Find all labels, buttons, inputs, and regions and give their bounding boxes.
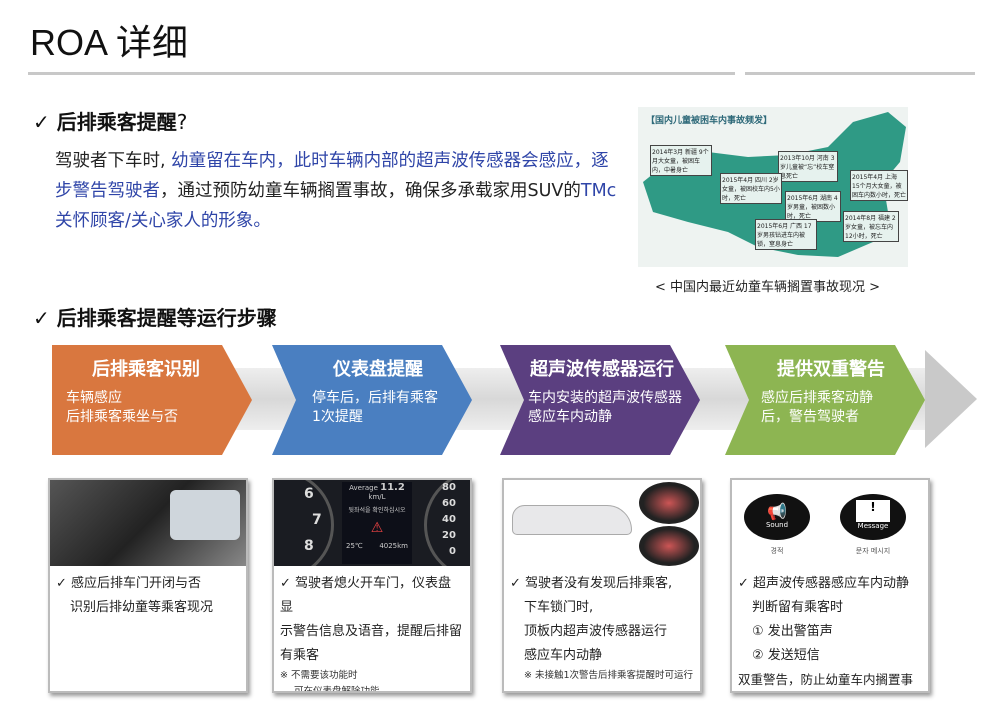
card-line: 有乘客 bbox=[280, 648, 320, 663]
map-caption: < 中国内最近幼童车辆搁置事故现况 > bbox=[655, 280, 881, 295]
icon-label: Sound bbox=[765, 521, 789, 529]
gauge-tick: 7 bbox=[312, 512, 322, 528]
card-line: 双重警告，防止幼童车内搁置事故 bbox=[738, 672, 914, 687]
map-title: 【国内儿童被困车内事故频发】 bbox=[646, 116, 773, 126]
step-desc: 车辆感应 bbox=[66, 390, 122, 406]
card-note: ※ 未接触1次警告后排乘客提醒时可运行 bbox=[524, 670, 694, 681]
page-title: ROA 详细 bbox=[30, 22, 189, 63]
card-line: ✓ 超声波传感器感应车内动静 bbox=[738, 576, 910, 591]
step-desc: 感应后排乘客动静 bbox=[761, 390, 873, 406]
map-callout: 2015年6月 湖南 4岁男童，被困数小时，死亡 bbox=[785, 191, 841, 222]
step-3-chevron: 超声波传感器运行 车内安装的超声波传感器 感应车内动静 bbox=[500, 345, 700, 455]
temperature: 25℃ bbox=[346, 542, 363, 550]
step-2-card: 6 7 8 Average 11.2 km/L 뒷좌석을 확인하십시오 ⚠ 25… bbox=[272, 478, 472, 693]
step-title: 超声波传感器运行 bbox=[530, 359, 674, 380]
step-desc: 停车后，后排有乘客 bbox=[312, 390, 438, 406]
intro-paragraph: 驾驶者下车时, 幼童留在车内，此时车辆内部的超声波传感器会感应，逐步警告驾驶者，… bbox=[55, 146, 625, 236]
map-callout: 2013年10月 河南 3岁儿童被“忘”校车窒息死亡 bbox=[778, 151, 838, 182]
sound-icon: 📢Sound bbox=[744, 494, 810, 540]
step-title: 后排乘客识别 bbox=[92, 359, 200, 380]
icon-caption: 경적 bbox=[770, 547, 784, 555]
card-line: 感应车内动静 bbox=[524, 648, 603, 663]
map-callout: 2014年8月 福建 2岁女童，被忘车内12小时，死亡 bbox=[843, 211, 899, 242]
tachometer-gauge bbox=[274, 480, 334, 566]
cluster-display: Average 11.2 km/L 뒷좌석을 확인하십시오 ⚠ 25℃ 4025k… bbox=[342, 482, 412, 564]
check-icon: ✓ bbox=[33, 306, 50, 330]
step-1-card: ✓ 感应后排车门开闭与否 识别后排幼童等乘客现况 bbox=[48, 478, 248, 693]
warning-icons: 📢Sound 경적 !Message 문자 메시지 bbox=[732, 480, 928, 566]
message-icon: !Message bbox=[840, 494, 906, 540]
map-callout: 2015年4月 四川 2岁女童，被困校车内5小时，死亡 bbox=[720, 173, 782, 204]
divider bbox=[745, 72, 975, 75]
heading-text: 后排乘客提醒等运行步骤 bbox=[56, 306, 277, 330]
horn-icon: 📢 bbox=[767, 502, 787, 521]
step-4-chevron: 提供双重警告 感应后排乘客动静 后，警告驾驶者 bbox=[725, 345, 925, 455]
step-desc: 感应车内动静 bbox=[528, 409, 612, 425]
speedometer-gauge bbox=[424, 480, 470, 566]
card-line: 顶板内超声波传感器运行 bbox=[524, 624, 668, 639]
gauge-tick: 0 bbox=[448, 546, 456, 557]
step-4-card: 📢Sound 경적 !Message 문자 메시지 ✓ 超声波传感器感应车内动静… bbox=[730, 478, 930, 693]
car-window bbox=[170, 490, 240, 540]
card-line: ✓ 驾驶者熄火开车门，仪表盘显 bbox=[280, 576, 452, 615]
card-line: 识别后排幼童等乘客现况 bbox=[70, 600, 214, 615]
dashboard-photo: 6 7 8 Average 11.2 km/L 뒷좌석을 확인하십시오 ⚠ 25… bbox=[274, 480, 470, 566]
step-desc: 1次提醒 bbox=[312, 409, 363, 425]
card-note: 可在仪表盘解除功能 bbox=[294, 686, 380, 693]
rear-seat-photo bbox=[50, 480, 246, 566]
gauge-tick: 20 bbox=[442, 530, 456, 541]
icon-caption: 문자 메시지 bbox=[855, 547, 891, 555]
intro-text: ，通过预防幼童车辆搁置事故，确保多承载家用SUV的 bbox=[160, 181, 581, 201]
section-heading-steps: ✓ 后排乘客提醒等运行步骤 bbox=[33, 302, 277, 331]
question-mark: ? bbox=[176, 110, 188, 134]
warning-message: 뒷좌석을 확인하십시오 bbox=[348, 507, 406, 514]
card-line: 判断留有乘客时 bbox=[752, 600, 844, 615]
card-note: ※ 不需要该功能时 bbox=[280, 670, 358, 681]
gauge-tick: 8 bbox=[304, 538, 314, 554]
step-desc: 后，警告驾驶者 bbox=[761, 409, 859, 425]
gauge-tick: 40 bbox=[442, 514, 456, 525]
sensor-wave-icon bbox=[639, 482, 699, 524]
china-accident-map: 【国内儿童被困车内事故频发】 2014年3月 新疆 9个月大女童，被困车内，中暑… bbox=[638, 107, 908, 267]
step-title: 仪表盘提醒 bbox=[333, 359, 423, 380]
warning-triangle-icon: ⚠ bbox=[370, 520, 384, 536]
odometer: 4025km bbox=[379, 542, 408, 550]
intro-text: 驾驶者下车时, bbox=[55, 151, 172, 171]
gauge-tick: 80 bbox=[442, 482, 456, 493]
fuel-unit: km/L bbox=[368, 493, 386, 501]
step-1-chevron: 后排乘客识别 车辆感应 后排乘客乘坐与否 bbox=[52, 345, 252, 455]
map-callout: 2015年4月 上海 15个月大女童，被困车内数小时，死亡 bbox=[850, 170, 908, 201]
arrow-head-icon bbox=[925, 350, 977, 448]
divider bbox=[28, 72, 735, 75]
map-callout: 2015年6月 广西 17岁男孩钻进车内被锁，窒息身亡 bbox=[755, 219, 817, 250]
step-2-chevron: 仪表盘提醒 停车后，后排有乘客 1次提醒 bbox=[272, 345, 472, 455]
card-line: ✓ 驾驶者没有发现后排乘客, bbox=[510, 576, 673, 591]
card-line: 示警告信息及语音，提醒后排留 bbox=[280, 624, 463, 639]
ultrasonic-sensor-illustration bbox=[504, 480, 700, 566]
car-illustration bbox=[512, 505, 632, 535]
heading-text: 后排乘客提醒 bbox=[56, 110, 177, 134]
intro-highlight: TMc 关怀顾客/关心家人的形象。 bbox=[55, 181, 617, 231]
map-callout: 2014年3月 新疆 9个月大女童，被困车内，中暑身亡 bbox=[650, 145, 712, 176]
step-desc: 后排乘客乘坐与否 bbox=[66, 409, 178, 425]
section-heading-reminder: ✓ 后排乘客提醒? bbox=[33, 106, 187, 135]
intro-highlight: 幼童留在车内，此时车辆内部的超声波传感器会感应，逐步警告驾驶者 bbox=[55, 151, 609, 201]
card-line: ② 发送短信 bbox=[752, 648, 820, 663]
average-label: Average bbox=[349, 484, 378, 492]
sensor-wave-icon bbox=[639, 526, 699, 566]
gauge-tick: 6 bbox=[304, 486, 314, 502]
card-line: ✓ 感应后排车门开闭与否 bbox=[56, 576, 202, 591]
gauge-tick: 60 bbox=[442, 498, 456, 509]
icon-label: Message bbox=[857, 522, 889, 530]
step-desc: 车内安装的超声波传感器 bbox=[528, 390, 682, 406]
step-3-card: ✓ 驾驶者没有发现后排乘客, 下车锁门时, 顶板内超声波传感器运行 感应车内动静… bbox=[502, 478, 702, 693]
fuel-economy-value: 11.2 bbox=[380, 482, 405, 493]
phone-screen-icon: ! bbox=[856, 500, 890, 522]
speed-ticks: 80 60 40 20 0 bbox=[442, 480, 456, 560]
check-icon: ✓ bbox=[33, 110, 50, 134]
card-line: 下车锁门时, bbox=[524, 600, 594, 615]
step-title: 提供双重警告 bbox=[777, 359, 885, 380]
card-line: ① 发出警笛声 bbox=[752, 624, 833, 639]
